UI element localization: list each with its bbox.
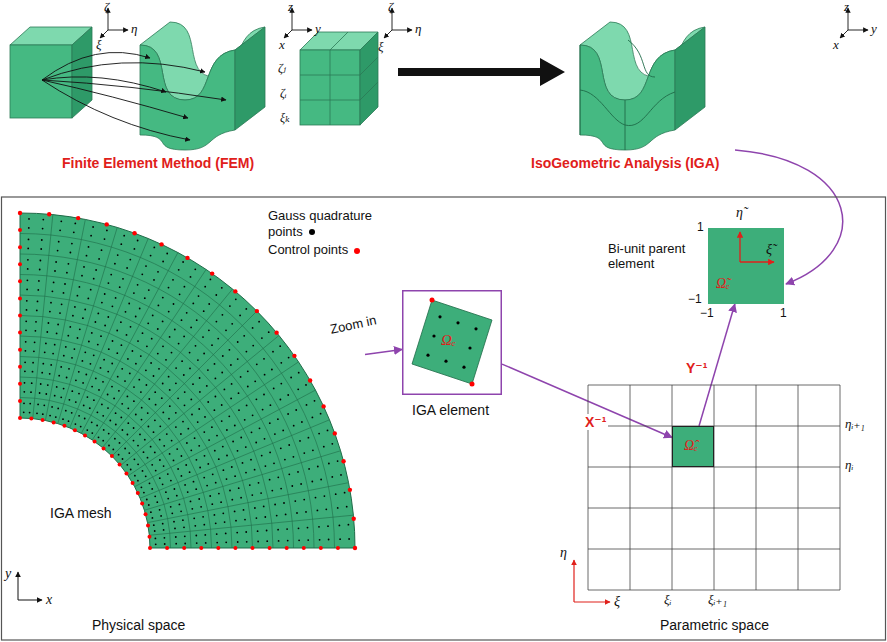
text-label: ξ: [614, 594, 620, 610]
text-label: y: [5, 566, 11, 582]
text-label: x: [833, 38, 839, 53]
text-label: x: [279, 38, 285, 53]
transform-arrow: [398, 58, 565, 86]
parametric-grid: Ω̂ₑParametric space: [588, 385, 840, 590]
node-caption: Physical space: [92, 617, 185, 633]
text-label: IsoGeometric Analysis (IGA): [531, 155, 720, 171]
text-label: ηᵢ: [845, 458, 854, 473]
text-label: ζᵢ: [280, 87, 287, 101]
text-label: η: [560, 545, 567, 561]
text-label: x: [46, 592, 52, 608]
node-label: Ω̂ₑ: [684, 438, 698, 454]
text-label: −1: [700, 307, 714, 321]
text-label: ηᵢ₊₁: [845, 417, 865, 432]
text-label: −1: [688, 293, 702, 307]
text-label: z: [288, 0, 293, 15]
physical-axes: [18, 572, 42, 600]
text-label: ξ: [378, 40, 384, 55]
text-label: Finite Element Method (FEM): [62, 155, 254, 171]
node-label: Ωₑ: [441, 332, 456, 349]
iga-cube: [300, 32, 378, 125]
edge-label: X⁻¹: [583, 414, 608, 430]
node-label: Ω̃ₑ: [716, 276, 730, 292]
connector: [502, 364, 672, 437]
parametric-axes: [574, 560, 610, 602]
iga-mesh: [0, 205, 365, 555]
text-label: ζⱼ: [278, 62, 286, 76]
text-label: y: [315, 22, 321, 37]
text-label: ζ: [104, 0, 109, 15]
text-label: z: [844, 0, 849, 15]
legend: Gauss quadrature pointsControl points: [268, 208, 398, 261]
text-label: 1: [780, 307, 787, 321]
node-caption: IGA element: [412, 402, 489, 418]
legend-swatch: [309, 229, 315, 235]
iga-shape-lines: [580, 40, 675, 150]
panel-frame: [2, 197, 886, 640]
text-label: η̃: [736, 205, 743, 221]
text-label: ζ: [388, 0, 393, 15]
legend-swatch: [354, 248, 360, 254]
fem-cube: [10, 27, 92, 118]
parent-square: [708, 228, 784, 304]
legend-text: Control points: [268, 242, 348, 257]
legend-row: Control points: [268, 242, 398, 258]
knot-grid: [588, 385, 840, 590]
text-label: ξₖ: [280, 112, 290, 126]
parent-element: Ω̃ₑBi-unit parent element: [708, 228, 784, 304]
text-label: ξ: [96, 38, 102, 53]
text-label: 1: [697, 221, 704, 235]
edge-label: Y⁻¹: [684, 360, 709, 376]
edge-label: Zoom in: [327, 313, 380, 338]
mesh-region: IGA meshPhysical space: [0, 205, 365, 555]
mapping-arrows: [42, 52, 226, 140]
element-box: ΩₑIGA element: [402, 290, 502, 395]
text-label: η: [131, 22, 137, 37]
legend-row: Gauss quadrature points: [268, 208, 386, 239]
text-label: η: [415, 22, 421, 37]
text-label: ξᵢ: [664, 593, 672, 608]
text-label: ξ̃: [766, 242, 772, 258]
text-label: y: [871, 22, 877, 37]
axis-triads: [100, 8, 868, 38]
legend-text: Gauss quadrature points: [268, 208, 372, 239]
node-caption: Bi-unit parent element: [608, 242, 700, 272]
node-label: Parametric space: [660, 617, 769, 633]
connector: [365, 349, 402, 354]
iga-shape: [580, 22, 705, 150]
knot-span-cell: Ω̂ₑ: [672, 426, 714, 467]
fem-shape: [140, 22, 265, 150]
text-label: ξᵢ₊₁: [708, 593, 727, 608]
node-label: IGA mesh: [50, 505, 111, 521]
